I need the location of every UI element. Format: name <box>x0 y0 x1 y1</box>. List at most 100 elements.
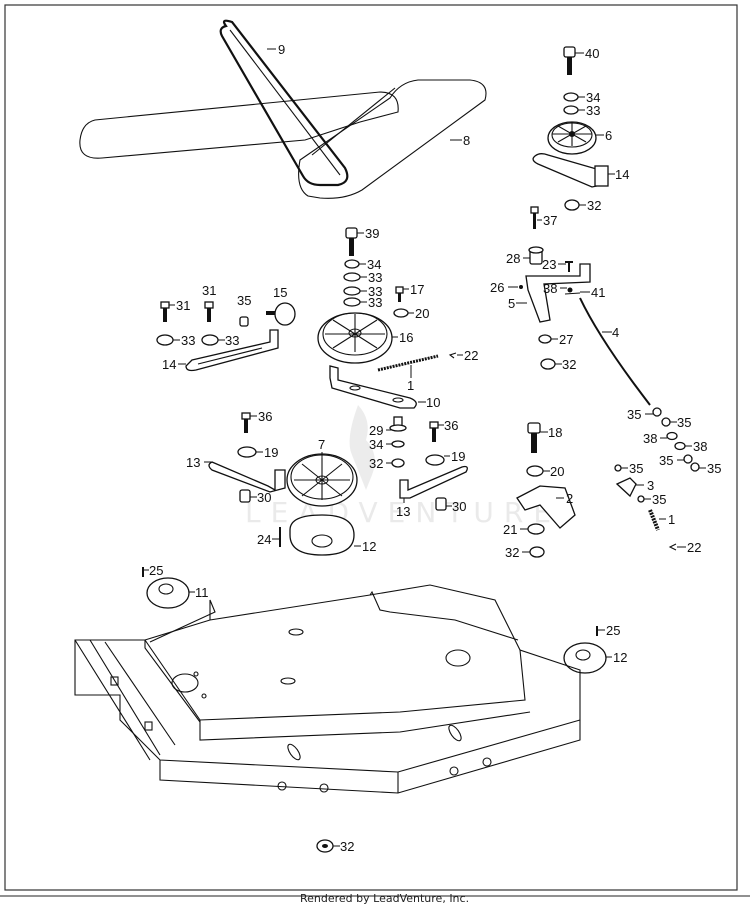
callout-14[interactable]: 14 <box>615 167 629 182</box>
callout-35[interactable]: 35 <box>237 293 251 308</box>
pulley-6[interactable] <box>547 121 597 155</box>
washer-21[interactable] <box>527 523 545 535</box>
idler-arm-13[interactable] <box>399 465 468 499</box>
washer-19[interactable] <box>425 454 445 466</box>
bracket-3[interactable] <box>615 477 637 498</box>
idler-arm-13[interactable] <box>208 461 286 493</box>
washer-33[interactable] <box>156 334 174 346</box>
washer-33[interactable] <box>343 286 361 296</box>
callout-2[interactable]: 2 <box>566 491 573 506</box>
callout-30[interactable]: 30 <box>452 499 466 514</box>
spring-1[interactable] <box>377 354 439 372</box>
callout-33[interactable]: 33 <box>368 295 382 310</box>
callout-33[interactable]: 33 <box>586 103 600 118</box>
pulley-11[interactable] <box>146 577 190 609</box>
callout-41[interactable]: 41 <box>591 285 605 300</box>
pulley-16[interactable] <box>317 312 393 364</box>
bolt-17[interactable] <box>395 286 404 302</box>
spring-1[interactable] <box>648 509 660 531</box>
key-25[interactable] <box>596 626 598 636</box>
washer-34[interactable] <box>563 92 579 102</box>
nut-35[interactable] <box>652 407 662 417</box>
callout-33[interactable]: 33 <box>181 333 195 348</box>
callout-36[interactable]: 36 <box>444 418 458 433</box>
callout-29[interactable]: 29 <box>369 423 383 438</box>
washer-38[interactable] <box>567 287 573 293</box>
nut-32[interactable] <box>564 199 580 211</box>
idler-arm-14[interactable] <box>185 329 279 372</box>
nut-35[interactable] <box>614 464 622 472</box>
pulley-7[interactable] <box>286 453 358 507</box>
washer-20[interactable] <box>526 465 544 477</box>
callout-32[interactable]: 32 <box>587 198 601 213</box>
washer-34[interactable] <box>391 440 405 448</box>
bolt-31[interactable] <box>204 301 214 322</box>
callout-35[interactable]: 35 <box>659 453 673 468</box>
washer-38[interactable] <box>666 431 678 441</box>
nut-35[interactable] <box>637 495 645 503</box>
belt-8[interactable] <box>79 79 487 199</box>
pulley-12[interactable] <box>563 642 607 674</box>
pin-23[interactable] <box>565 261 573 272</box>
callout-7[interactable]: 7 <box>318 437 325 452</box>
callout-34[interactable]: 34 <box>369 437 383 452</box>
bolt-31[interactable] <box>160 301 170 322</box>
bracket-2[interactable] <box>516 485 576 529</box>
bolt-40[interactable] <box>563 46 576 75</box>
callout-28[interactable]: 28 <box>506 251 520 266</box>
clip-41[interactable] <box>564 292 581 295</box>
callout-32[interactable]: 32 <box>369 456 383 471</box>
bolt-37[interactable] <box>530 206 539 229</box>
bolt-39[interactable] <box>345 227 358 256</box>
washer-33[interactable] <box>343 272 361 282</box>
bolt-36[interactable] <box>429 421 439 442</box>
callout-35[interactable]: 35 <box>627 407 641 422</box>
callout-38[interactable]: 38 <box>693 439 707 454</box>
callout-23[interactable]: 23 <box>542 257 556 272</box>
callout-22[interactable]: 22 <box>464 348 478 363</box>
callout-13[interactable]: 13 <box>396 504 410 519</box>
washer-27[interactable] <box>538 334 552 344</box>
bracket-10[interactable] <box>329 365 417 409</box>
nut-35[interactable] <box>661 417 671 427</box>
callout-16[interactable]: 16 <box>399 330 413 345</box>
bushing-29[interactable] <box>389 416 407 432</box>
callout-19[interactable]: 19 <box>451 449 465 464</box>
callout-35[interactable]: 35 <box>707 461 721 476</box>
washer-33[interactable] <box>343 297 361 307</box>
callout-5[interactable]: 5 <box>508 296 515 311</box>
callout-9[interactable]: 9 <box>278 42 285 57</box>
callout-1[interactable]: 1 <box>668 512 675 527</box>
callout-25[interactable]: 25 <box>149 563 163 578</box>
callout-34[interactable]: 34 <box>367 257 381 272</box>
belt-9[interactable] <box>219 19 349 187</box>
spacer-30[interactable] <box>435 497 447 511</box>
callout-15[interactable]: 15 <box>273 285 287 300</box>
washer-33[interactable] <box>563 105 579 115</box>
callout-27[interactable]: 27 <box>559 332 573 347</box>
nut-32[interactable] <box>391 458 405 468</box>
washer-33[interactable] <box>201 334 219 346</box>
callout-10[interactable]: 10 <box>426 395 440 410</box>
callout-14[interactable]: 14 <box>162 357 176 372</box>
callout-35[interactable]: 35 <box>629 461 643 476</box>
callout-12[interactable]: 12 <box>362 539 376 554</box>
washer-20[interactable] <box>393 308 409 318</box>
callout-22[interactable]: 22 <box>687 540 701 555</box>
callout-32[interactable]: 32 <box>562 357 576 372</box>
lever-5[interactable] <box>525 263 591 323</box>
bumper-15[interactable] <box>266 302 296 326</box>
callout-3[interactable]: 3 <box>647 478 654 493</box>
callout-13[interactable]: 13 <box>186 455 200 470</box>
callout-26[interactable]: 26 <box>490 280 504 295</box>
nut-32[interactable] <box>540 358 556 370</box>
bushing-28[interactable] <box>528 246 544 265</box>
nut-35[interactable] <box>683 454 693 464</box>
callout-31[interactable]: 31 <box>176 298 190 313</box>
washer-38[interactable] <box>674 441 686 451</box>
callout-17[interactable]: 17 <box>410 282 424 297</box>
bolt-36[interactable] <box>241 412 251 433</box>
callout-34[interactable]: 34 <box>586 90 600 105</box>
callout-19[interactable]: 19 <box>264 445 278 460</box>
callout-11[interactable]: 11 <box>195 585 209 600</box>
